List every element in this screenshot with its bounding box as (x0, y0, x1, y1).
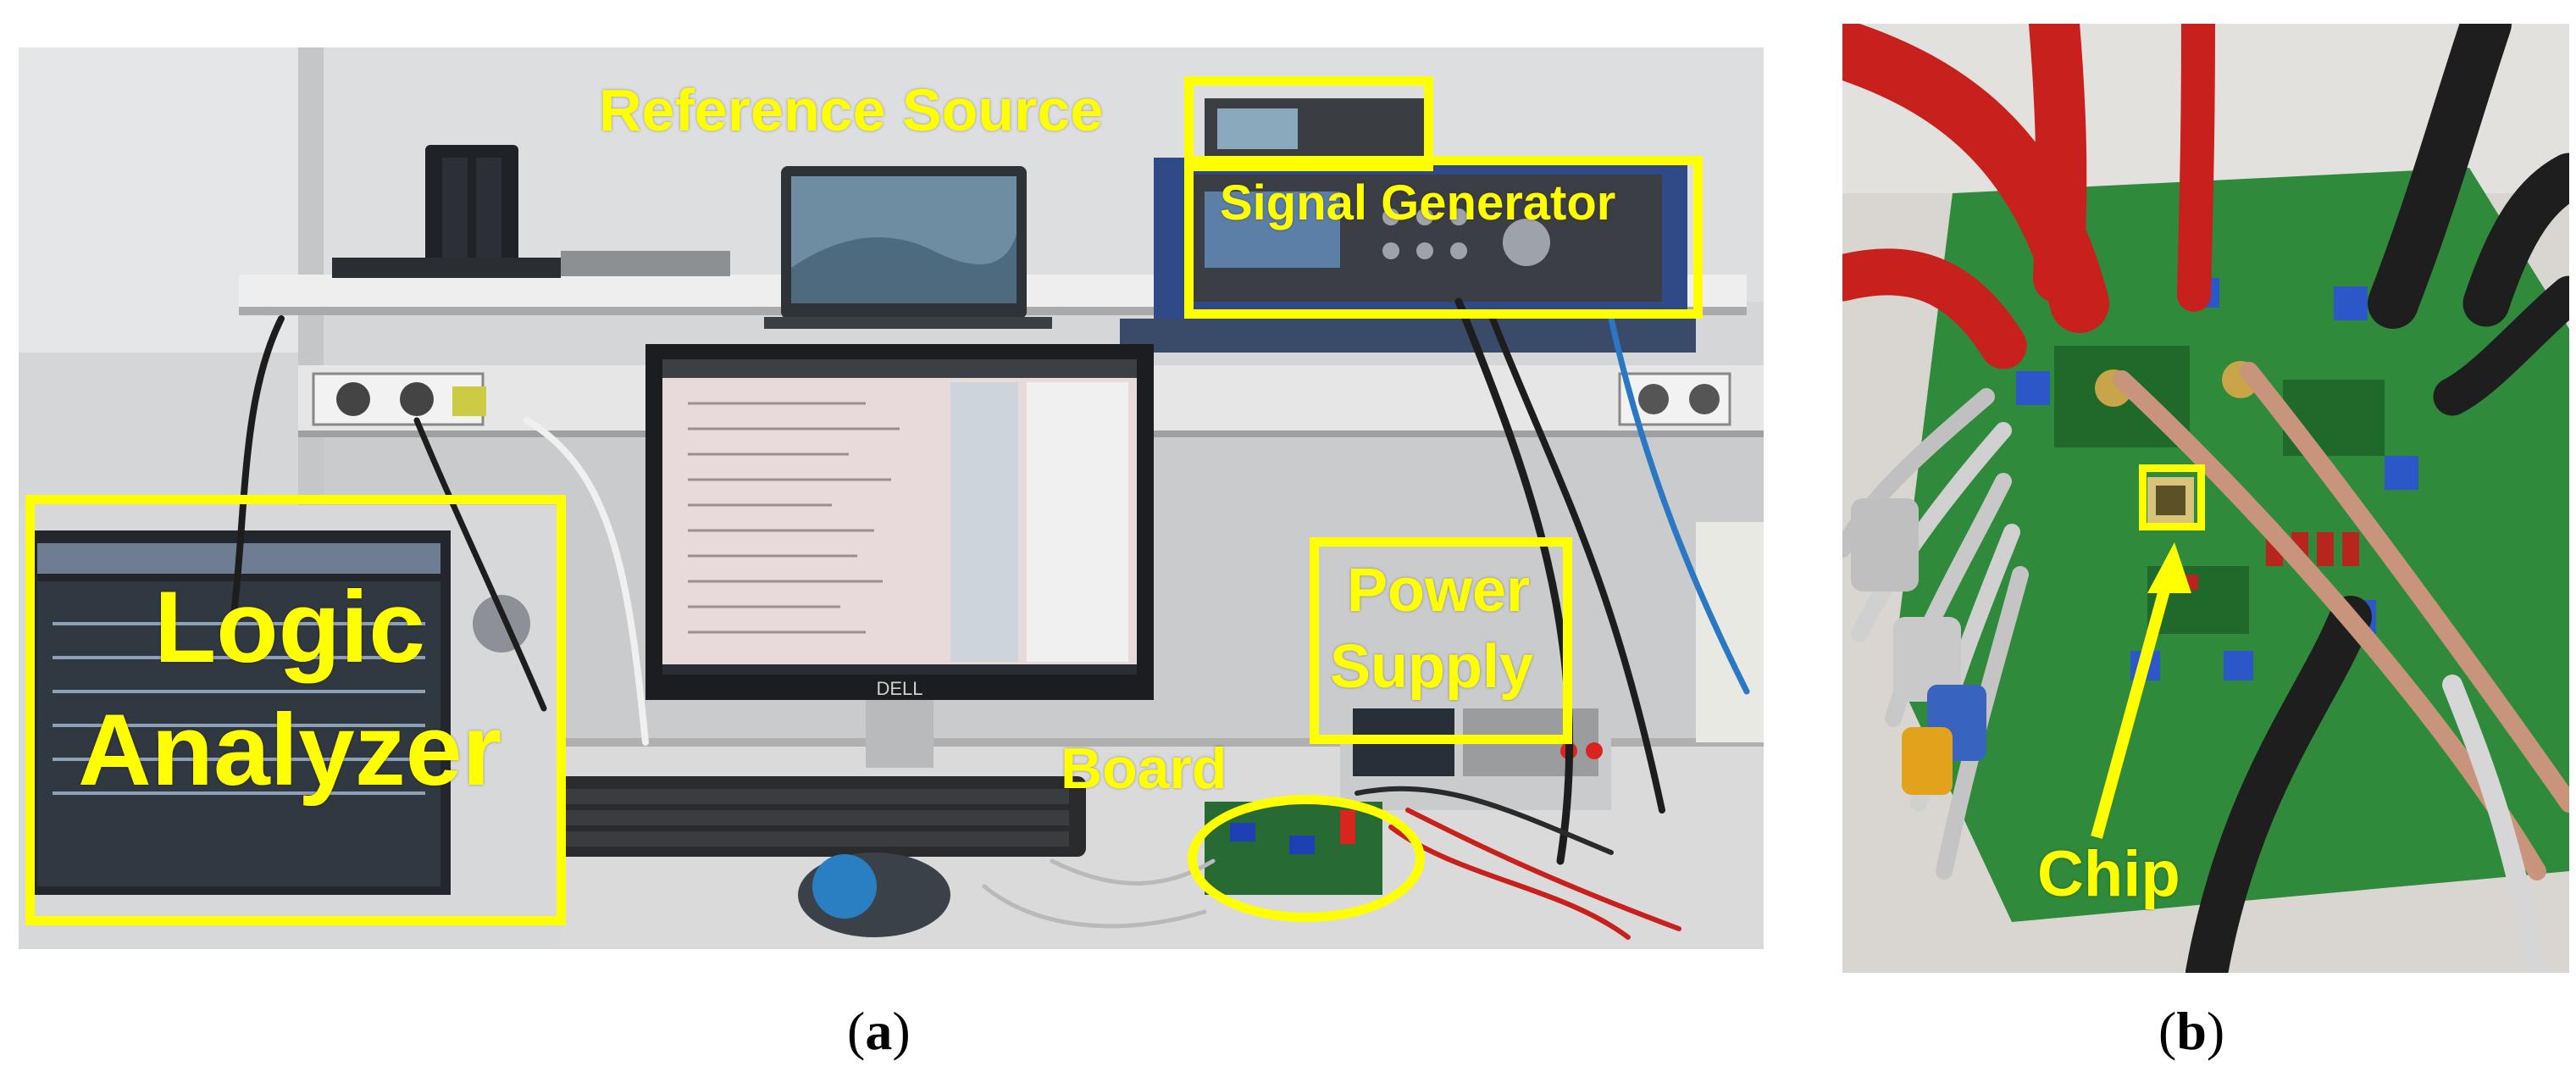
chip-label: Chip (2037, 838, 2180, 910)
signal-generator-box (1184, 156, 1703, 319)
reference-source-label: Reference Source (599, 77, 1104, 143)
power-supply-label-line1: Power (1347, 557, 1531, 625)
signal-generator-label: Signal Generator (1220, 175, 1616, 230)
pcb-closeup-photo: Chip (1842, 24, 2569, 973)
logic-analyzer-box (25, 495, 566, 925)
chip-arrow (2091, 542, 2191, 839)
logic-analyzer-label-line2: Analyzer (78, 693, 502, 807)
chip-box (2139, 464, 2205, 530)
pcb-closeup-illustration (1842, 24, 2569, 973)
lab-setup-photo: DELL (19, 47, 1764, 949)
power-supply-box (1310, 537, 1572, 744)
reference-source-box (1184, 76, 1433, 171)
caption-a: (a) (847, 1001, 911, 1061)
board-ellipse (1188, 795, 1425, 922)
board-label: Board (1061, 736, 1227, 801)
caption-a-letter: a (865, 1001, 893, 1061)
logic-analyzer-label-line1: Logic (154, 570, 425, 684)
caption-b: (b) (2158, 1001, 2225, 1061)
caption-b-letter: b (2176, 1001, 2207, 1061)
monitor-brand-text: DELL (876, 678, 922, 699)
power-supply-label-line2: Supply (1330, 633, 1534, 701)
